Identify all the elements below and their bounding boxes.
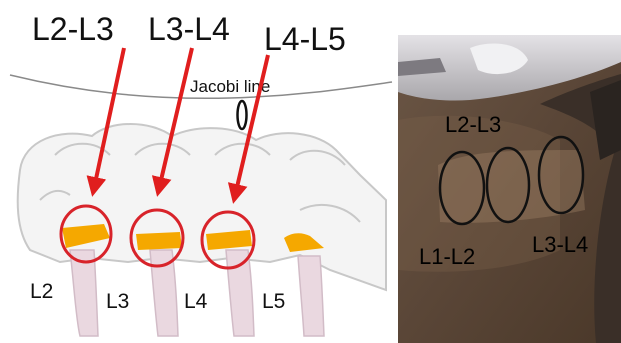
spine-diagram: Jacobi line L2-L3 L3-L4 L4-L5 L2 L3 L4 L… (0, 0, 392, 343)
vertebra-label-l5: L5 (262, 290, 285, 313)
photo-label-l1-l2: L1-L2 (419, 244, 475, 269)
patient-back-photo: L2-L3 L1-L2 L3-L4 (398, 35, 621, 343)
segment-label-l3-l4: L3-L4 (148, 11, 230, 47)
disc-space-2 (136, 232, 182, 250)
vertebra-label-l2: L2 (30, 280, 53, 303)
vertebra-label-l4: L4 (184, 290, 208, 313)
segment-label-l2-l3: L2-L3 (32, 11, 114, 47)
segment-label-l4-l5: L4-L5 (264, 21, 346, 57)
photo-label-l3-l4: L3-L4 (532, 232, 588, 257)
vertebra-label-l3: L3 (106, 290, 129, 313)
photo-label-l2-l3: L2-L3 (445, 112, 501, 137)
